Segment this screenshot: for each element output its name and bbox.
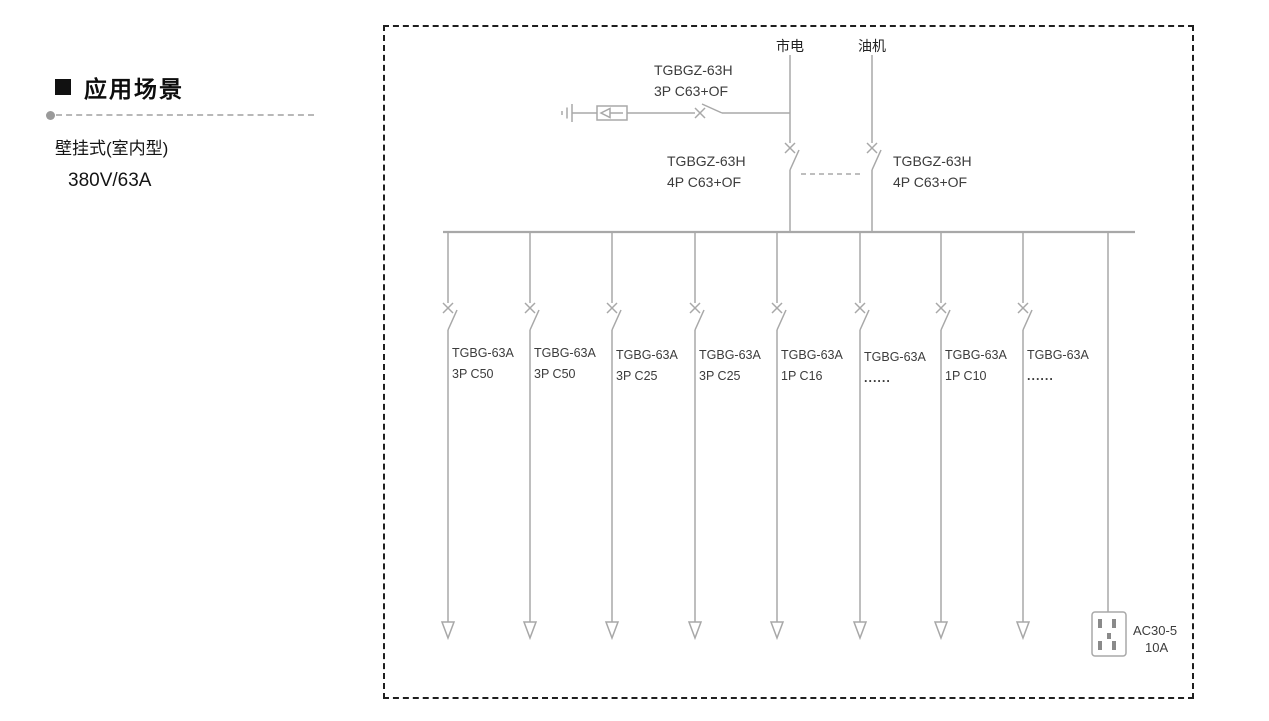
feeder-spec: 1P C10 (945, 369, 987, 383)
diagram-border (383, 25, 1194, 699)
mains-breaker-icon (784, 142, 800, 171)
spd-breaker-model: TGBGZ-63H (654, 62, 733, 78)
ground-icon (561, 104, 573, 122)
feeder-label: TGBG-63A 1P C10 (945, 348, 1007, 383)
feeder-label: TGBG-63A 3P C50 (534, 346, 596, 381)
feeder-model: TGBG-63A (534, 346, 596, 360)
feeder-arrow-icon (687, 621, 703, 641)
feeder-model: TGBG-63A (699, 348, 761, 362)
feeder-breaker-icon (1017, 302, 1033, 331)
section-title-text: 应用场景 (84, 76, 184, 102)
socket-holes (1098, 619, 1116, 650)
divider-dot-icon (46, 111, 55, 120)
feeder-arrow-icon (933, 621, 949, 641)
voltage-rating-label: 380V/63A (68, 170, 152, 191)
generator-source-label: 油机 (858, 38, 886, 54)
feeder-breaker-icon (606, 302, 622, 331)
feeder-label: TGBG-63A 3P C25 (616, 348, 678, 383)
feeder-label: TGBG-63A 3P C50 (452, 346, 514, 381)
feeder-arrow-icon (604, 621, 620, 641)
feeder-breaker-icon (935, 302, 951, 331)
spd-breaker-label: TGBGZ-63H 3P C63+OF (654, 60, 733, 102)
feeder-arrow-icon (1015, 621, 1031, 641)
feeder-model: TGBG-63A (1027, 348, 1089, 362)
feeder-breaker-icon (524, 302, 540, 331)
feeder-breaker-icon (771, 302, 787, 331)
feeder-breaker-icon (854, 302, 870, 331)
feeder-label: TGBG-63A 1P C16 (781, 348, 843, 383)
spd-breaker-spec: 3P C63+OF (654, 83, 729, 99)
feeder-spec: ...... (864, 371, 891, 385)
feeder-label: TGBG-63A 3P C25 (699, 348, 761, 383)
feeder-arrow-icon (852, 621, 868, 641)
socket-model: AC30-5 (1133, 623, 1178, 638)
main-breaker-right-spec: 4P C63+OF (893, 174, 968, 190)
feeder-spec: ...... (1027, 369, 1054, 383)
spd-icon (596, 105, 628, 121)
feeder-spec: 3P C25 (699, 369, 741, 383)
feeder-model: TGBG-63A (781, 348, 843, 362)
feeder-model: TGBG-63A (864, 350, 926, 364)
feeder-spec: 1P C16 (781, 369, 823, 383)
main-breaker-right-label: TGBGZ-63H 4P C63+OF (893, 151, 972, 193)
feeder-label: TGBG-63A ...... (864, 350, 926, 385)
feeder-model: TGBG-63A (616, 348, 678, 362)
feeder-arrow-icon (769, 621, 785, 641)
feeder-breaker-icon (689, 302, 705, 331)
main-breaker-left-spec: 4P C63+OF (667, 174, 742, 190)
main-breaker-left-label: TGBGZ-63H 4P C63+OF (667, 151, 746, 193)
socket-icon (1091, 611, 1127, 657)
main-breaker-left-model: TGBGZ-63H (667, 153, 746, 169)
dashed-divider (46, 110, 314, 120)
feeder-spec: 3P C50 (452, 367, 494, 381)
socket-label: AC30-5 10A (1133, 622, 1177, 656)
feeder-model: TGBG-63A (452, 346, 514, 360)
spd-breaker-icon (694, 103, 723, 119)
feeder-label: TGBG-63A ...... (1027, 348, 1089, 383)
feeder-spec: 3P C50 (534, 367, 576, 381)
main-breaker-right-model: TGBGZ-63H (893, 153, 972, 169)
bullet-square-icon (55, 79, 71, 95)
generator-breaker-icon (866, 142, 882, 171)
divider-dash-line (56, 114, 314, 116)
mains-source-label: 市电 (776, 38, 804, 54)
socket-spec: 10A (1145, 640, 1169, 655)
feeder-spec: 3P C25 (616, 369, 658, 383)
feeder-model: TGBG-63A (945, 348, 1007, 362)
feeder-arrow-icon (522, 621, 538, 641)
section-title: 应用场景 (55, 70, 184, 104)
feeder-arrow-icon (440, 621, 456, 641)
mount-type-label: 壁挂式(室内型) (55, 139, 169, 158)
feeder-breaker-icon (442, 302, 458, 331)
